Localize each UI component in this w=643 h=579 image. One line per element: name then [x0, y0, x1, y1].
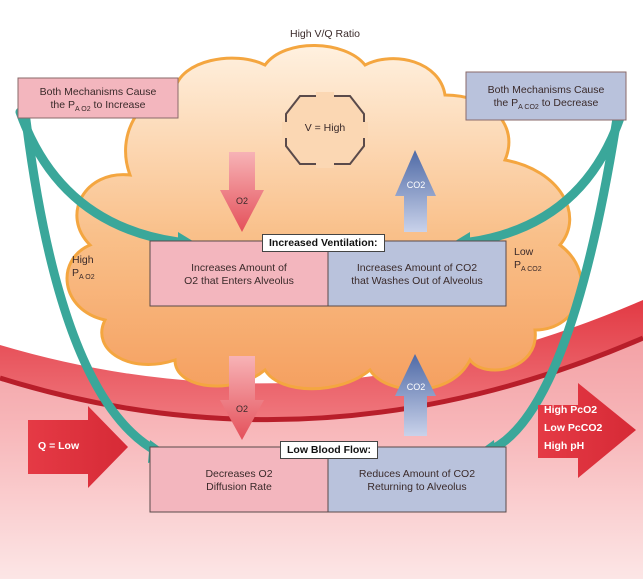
blood-left-line2: Diffusion Rate	[206, 481, 272, 494]
vent-left-line2: O2 that Enters Alveolus	[184, 275, 294, 288]
co2-label-upper: CO2	[406, 180, 426, 190]
blood-right-line2: Returning to Alveolus	[367, 481, 467, 494]
o2-label-upper: O2	[235, 196, 248, 206]
co2-arrow-upper	[395, 150, 436, 232]
ventilation-box-title: Increased Ventilation:	[262, 234, 385, 252]
outcome-low-pcco2: Low PcCO2	[544, 422, 603, 434]
high-pao2-label: High PA O2	[72, 254, 122, 283]
teal-arrow-left-to-blood	[20, 107, 163, 457]
high-pao2-line2: PA O2	[72, 267, 95, 282]
vent-left-line1: Increases Amount of	[191, 262, 287, 274]
q-low-arrow	[28, 406, 128, 488]
co2-label-lower: CO2	[406, 382, 426, 392]
low-paco2-label: Low PA CO2	[514, 246, 574, 275]
callout-left: Both Mechanisms Cause the PA O2 to Incre…	[18, 86, 178, 115]
blood-left-line1: Decreases O2	[205, 468, 273, 480]
blood-out-arrow	[538, 383, 636, 478]
diagram-title: High V/Q Ratio	[289, 28, 361, 40]
blood-box-right-text: Reduces Amount of CO2 Returning to Alveo…	[328, 468, 506, 494]
vq-high-label: V = High	[304, 122, 346, 134]
blood-box-title: Low Blood Flow:	[280, 441, 378, 459]
outcome-high-ph: High pH	[544, 440, 585, 452]
callout-right-line1: Both Mechanisms Cause	[487, 84, 605, 96]
blood-box-left-text: Decreases O2 Diffusion Rate	[150, 468, 328, 494]
outcome-high-pco2: High PcO2	[544, 404, 598, 416]
teal-arrow-right-to-blood	[481, 107, 623, 457]
callout-right-bg	[465, 71, 627, 121]
o2-label-lower: O2	[235, 404, 248, 414]
callout-right: Both Mechanisms Cause the PA CO2 to Decr…	[466, 84, 626, 113]
callout-left-bg	[17, 77, 179, 119]
co2-arrow-lower	[395, 354, 436, 436]
ventilation-box-left-text: Increases Amount of O2 that Enters Alveo…	[150, 262, 328, 288]
callout-left-line1: Both Mechanisms Cause	[39, 86, 157, 98]
ventilation-box-right-text: Increases Amount of CO2 that Washes Out …	[328, 262, 506, 288]
vent-right-line2: that Washes Out of Alveolus	[351, 275, 483, 288]
teal-arrows	[15, 107, 627, 457]
blood-outcomes: High PcO2 Low PcCO2 High pH	[544, 404, 640, 452]
high-pao2-line1: High	[72, 254, 94, 266]
o2-arrow-lower	[220, 356, 264, 440]
vent-right-line1: Increases Amount of CO2	[356, 262, 478, 274]
callout-left-line2: the PA O2 to Increase	[50, 99, 146, 114]
o2-arrow-upper	[220, 152, 264, 232]
q-low-label: Q = Low	[38, 440, 80, 452]
callout-right-line2: the PA CO2 to Decrease	[493, 97, 599, 112]
low-paco2-line1: Low	[514, 246, 534, 258]
blood-right-line1: Reduces Amount of CO2	[358, 468, 476, 480]
low-paco2-line2: PA CO2	[514, 259, 542, 274]
